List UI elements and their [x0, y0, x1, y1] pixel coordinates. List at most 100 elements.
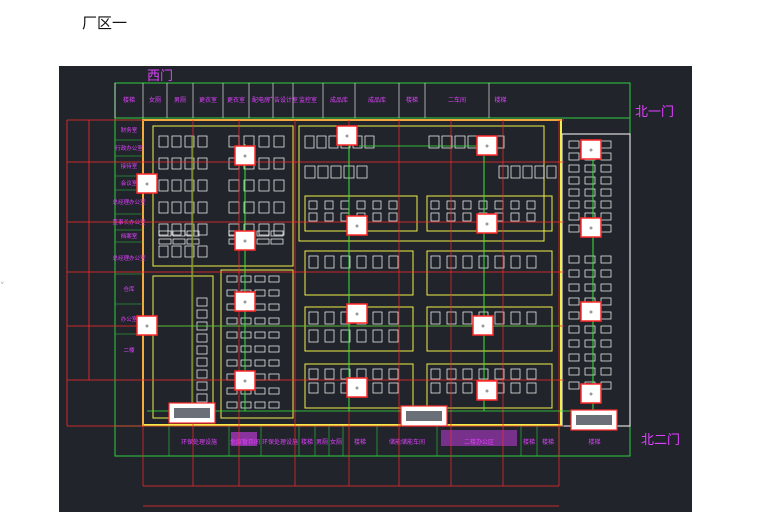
bottom-room-label: 储能储能车间	[389, 438, 425, 446]
machine-table	[600, 164, 612, 173]
cad-floor-plan: 楼梯女厕男厕更衣室更衣室配电房广告设计室监控室成品库成品库楼梯二车间楼梯 财务室…	[59, 66, 692, 512]
machine-table	[226, 331, 238, 339]
machine-table	[568, 152, 580, 161]
machine-table	[197, 245, 208, 258]
machine-table	[268, 387, 280, 395]
machine-table	[324, 329, 335, 343]
top-room-label: 配电房	[252, 96, 270, 104]
wifi-ap-led	[243, 379, 247, 383]
machine-table	[197, 135, 208, 148]
machine-table	[317, 165, 329, 179]
machine-table	[226, 317, 238, 325]
workshop-center-left-block	[298, 125, 545, 242]
machine-table	[172, 238, 186, 245]
left-room-label: 行政办公室	[115, 144, 143, 152]
machine-table	[268, 345, 280, 353]
top-rooms: 楼梯女厕男厕更衣室更衣室配电房广告设计室监控室成品库成品库楼梯二车间楼梯	[114, 83, 507, 118]
machine-table	[568, 367, 580, 376]
machine-table	[270, 230, 284, 237]
machine-table	[254, 331, 266, 339]
wifi-ap-led	[355, 386, 359, 390]
north-gate-1-label: 北一门	[635, 105, 674, 120]
machine-table	[240, 345, 252, 353]
machine-table	[600, 283, 612, 292]
machine-table	[372, 368, 383, 380]
machine-table	[273, 135, 285, 148]
machine-table	[600, 381, 612, 390]
machine-table	[568, 188, 580, 197]
machine-table	[254, 303, 266, 311]
machine-table	[196, 357, 208, 367]
hatch-block	[441, 430, 517, 446]
machine-table	[273, 201, 285, 214]
top-room-label: 二车间	[448, 96, 466, 104]
bottom-room-label: 男厕	[316, 439, 328, 446]
top-room-label: 更衣室	[199, 96, 217, 104]
machine-table	[304, 135, 315, 149]
machine-table	[446, 311, 457, 325]
machine-table	[600, 269, 612, 278]
machine-table	[568, 381, 580, 390]
machine-table	[256, 230, 270, 237]
left-room-label: 办公室	[121, 315, 138, 323]
workshop-row-h	[426, 363, 553, 409]
machine-table	[372, 382, 383, 394]
machine-table	[462, 255, 473, 269]
machine-table	[498, 165, 509, 179]
machine-table	[568, 255, 580, 264]
machine-table	[243, 201, 255, 214]
wifi-ap-led	[589, 226, 593, 230]
machine-table	[184, 157, 195, 170]
machine-table	[226, 345, 238, 353]
machine-table	[254, 387, 266, 395]
machine-table	[584, 353, 596, 362]
machine-table	[510, 311, 521, 325]
machine-table	[372, 200, 382, 210]
machine-table	[446, 368, 457, 380]
machine-table	[494, 200, 504, 210]
machine-table	[196, 345, 208, 355]
machine-table	[356, 329, 367, 343]
machine-table	[446, 255, 457, 269]
machine-table	[270, 238, 284, 245]
machine-table	[446, 382, 457, 394]
machine-table	[441, 135, 453, 149]
machine-table	[273, 157, 285, 170]
machine-table	[254, 317, 266, 325]
machine-table	[228, 179, 240, 192]
machine-table	[428, 135, 440, 149]
machine-table	[600, 224, 612, 233]
wifi-ap-led	[589, 148, 593, 152]
workshop-row-g	[304, 363, 414, 409]
machine-table	[158, 238, 172, 245]
workshop-row-c	[304, 250, 414, 296]
machine-table	[158, 135, 169, 148]
top-room-label: 广告设计室	[268, 96, 298, 104]
machine-table	[226, 387, 238, 395]
machine-table	[197, 157, 208, 170]
machine-table	[568, 297, 580, 306]
machine-table	[240, 331, 252, 339]
machine-table	[372, 255, 383, 269]
machine-table	[256, 238, 270, 245]
machine-table	[158, 230, 172, 237]
machine-table	[308, 329, 319, 343]
machine-table	[522, 165, 533, 179]
machine-table	[196, 381, 208, 391]
machine-table	[308, 311, 319, 325]
machine-table	[226, 275, 238, 283]
machine-table	[600, 325, 612, 334]
wifi-ap-led	[243, 239, 247, 243]
machine-table	[184, 245, 195, 258]
machine-table	[240, 359, 252, 367]
left-room-label: 接待室	[121, 162, 138, 170]
wifi-ap-led	[355, 224, 359, 228]
machine-table	[184, 223, 195, 236]
left-room-label: 档案室	[121, 232, 138, 240]
machine-table	[568, 200, 580, 209]
machine-table	[308, 212, 318, 222]
machine-table	[568, 140, 580, 149]
machine-table	[184, 179, 195, 192]
machine-table	[494, 311, 505, 325]
machine-table	[526, 382, 537, 394]
